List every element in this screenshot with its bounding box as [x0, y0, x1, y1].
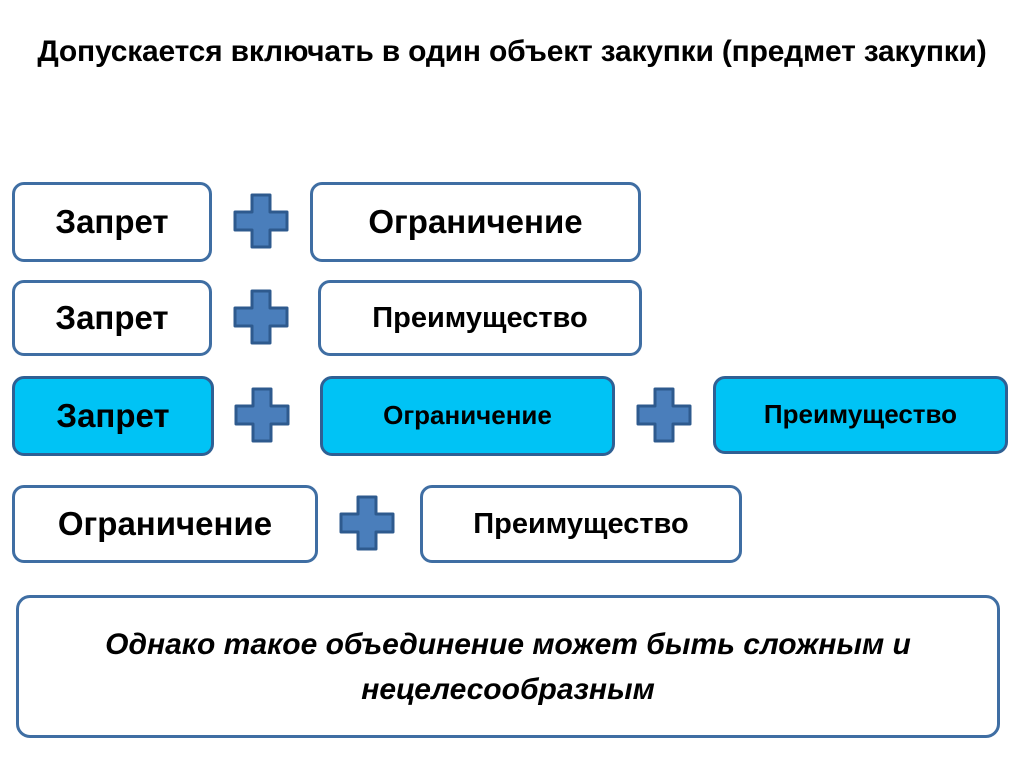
combination-row-1-item-2[interactable]: Ограничение	[310, 182, 641, 262]
node-label: Запрет	[55, 202, 169, 240]
conclusion-line-2: и нецелесообразным	[361, 627, 911, 706]
plus-icon	[232, 192, 290, 250]
plus-icon	[232, 288, 290, 346]
node-label: Преимущество	[763, 399, 958, 430]
combination-row-4-item-1[interactable]: Ограничение	[12, 485, 318, 563]
combination-row-3-item-3[interactable]: Преимущество	[713, 376, 1008, 454]
node-label: Преимущество	[473, 507, 689, 540]
plus-icon	[635, 386, 693, 444]
node-label: Преимущество	[372, 301, 588, 334]
node-label: Запрет	[56, 396, 170, 434]
plus-icon	[338, 494, 396, 552]
conclusion-line-1: Однако такое объединение может быть слож…	[105, 627, 885, 661]
node-label: Ограничение	[383, 400, 552, 431]
page-title: Допускается включать в один объект закуп…	[37, 35, 987, 68]
node-label: Ограничение	[368, 202, 583, 240]
combination-row-4-item-2[interactable]: Преимущество	[420, 485, 742, 563]
conclusion-text: Однако такое объединение может быть слож…	[58, 622, 958, 712]
combination-row-2-item-1[interactable]: Запрет	[12, 280, 212, 356]
plus-icon	[233, 386, 291, 444]
combination-row-3-item-1[interactable]: Запрет	[12, 376, 214, 456]
node-label: Ограничение	[57, 504, 273, 542]
node-label: Запрет	[55, 298, 169, 336]
combination-row-1-item-1[interactable]: Запрет	[12, 182, 212, 262]
conclusion-box: Однако такое объединение может быть слож…	[16, 595, 1000, 738]
combination-row-2-item-2[interactable]: Преимущество	[318, 280, 642, 356]
combination-row-3-item-2[interactable]: Ограничение	[320, 376, 615, 456]
